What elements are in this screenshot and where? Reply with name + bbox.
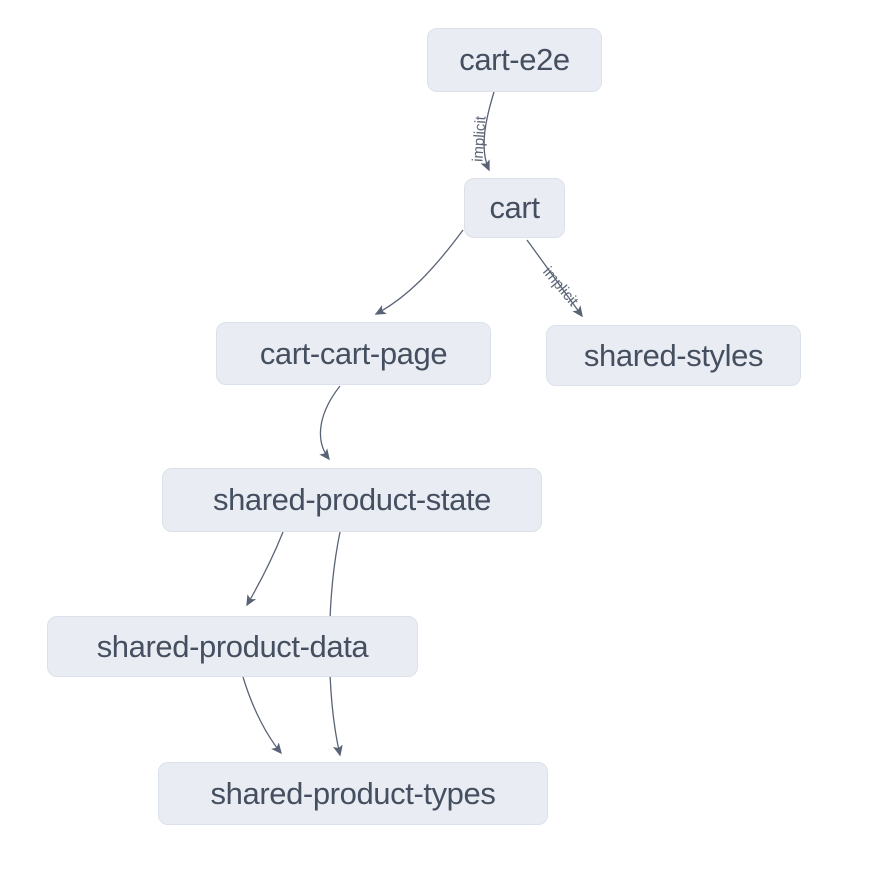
edge-cart-e2e-to-cart: [480, 91, 495, 172]
edge-shared-product-state-to-shared-product-data: [246, 531, 284, 607]
edge-cart-to-shared-styles: [526, 239, 583, 318]
node-shared-product-types[interactable]: shared-product-types: [158, 762, 548, 825]
edge-cart-cart-page-to-shared-product-state: [319, 385, 341, 461]
edge-label-cart-e2e-to-cart: implicit: [469, 115, 489, 163]
node-label: shared-product-state: [212, 482, 492, 517]
node-cart-e2e[interactable]: cart-e2e: [427, 28, 602, 92]
node-label: shared-product-types: [210, 775, 496, 811]
node-shared-styles[interactable]: shared-styles: [546, 325, 801, 386]
node-cart-cart-page[interactable]: cart-cart-page: [216, 322, 491, 385]
node-label: cart-cart-page: [259, 335, 448, 371]
node-label: shared-styles: [583, 337, 764, 373]
node-cart[interactable]: cart: [464, 178, 565, 238]
edge-shared-product-data-to-shared-product-types: [242, 676, 282, 755]
node-label: cart-e2e: [459, 42, 570, 77]
edge-label-cart-to-shared-styles: implicit: [539, 264, 582, 311]
node-shared-product-state[interactable]: shared-product-state: [162, 468, 542, 532]
edge-cart-to-cart-cart-page: [374, 229, 464, 315]
node-shared-product-data[interactable]: shared-product-data: [47, 616, 418, 677]
node-label: shared-product-data: [96, 628, 369, 664]
node-label: cart: [489, 190, 540, 225]
